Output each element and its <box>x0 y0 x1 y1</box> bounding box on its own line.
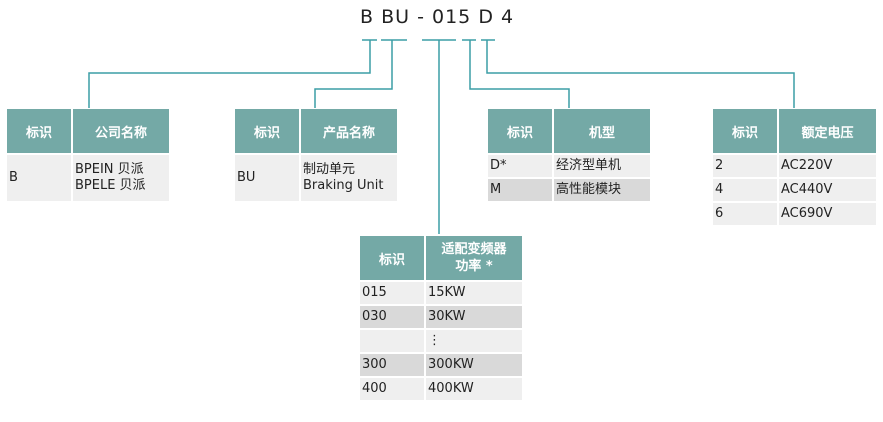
model-cell-id: M <box>488 179 552 201</box>
power-cell-rating: 400KW <box>426 378 522 400</box>
power-cell-id: 300 <box>360 354 424 376</box>
company-cell-id: B <box>7 155 71 201</box>
voltage-cell-id: 4 <box>713 179 777 201</box>
power-cell-rating: 30KW <box>426 306 522 328</box>
code-part-company: B <box>360 6 375 28</box>
product-table: 标识 产品名称 BU 制动单元 Braking Unit <box>233 107 399 203</box>
model-code: B BU - 015 D 4 <box>360 6 514 28</box>
model-table: 标识 机型 D* 经济型单机 M 高性能模块 <box>486 107 652 203</box>
power-cell-id: 015 <box>360 282 424 304</box>
voltage-cell-rating: AC440V <box>779 179 876 201</box>
power-cell-id: 030 <box>360 306 424 328</box>
voltage-header-rating: 额定电压 <box>779 109 876 153</box>
power-header-rating: 适配变频器 功率 * <box>426 236 522 280</box>
connector-voltage <box>486 40 795 108</box>
product-header-id: 标识 <box>235 109 299 153</box>
code-part-dash: - <box>417 6 425 28</box>
power-cell-rating: 300KW <box>426 354 522 376</box>
code-part-voltage: 4 <box>501 6 515 28</box>
voltage-cell-rating: AC690V <box>779 203 876 225</box>
company-header-id: 标识 <box>7 109 71 153</box>
code-part-power: 015 <box>432 6 472 28</box>
product-header-name: 产品名称 <box>301 109 397 153</box>
model-cell-type: 经济型单机 <box>554 155 650 177</box>
voltage-cell-id: 6 <box>713 203 777 225</box>
power-cell-rating: 15KW <box>426 282 522 304</box>
voltage-header-id: 标识 <box>713 109 777 153</box>
voltage-cell-rating: AC220V <box>779 155 876 177</box>
power-header-id: 标识 <box>360 236 424 280</box>
voltage-table: 标识 额定电压 2 AC220V 4 AC440V 6 AC690V <box>711 107 878 227</box>
model-cell-type: 高性能模块 <box>554 179 650 201</box>
power-cell-id <box>360 330 424 352</box>
code-part-product: BU <box>381 6 411 28</box>
product-cell-name: 制动单元 Braking Unit <box>301 155 397 201</box>
code-part-model: D <box>478 6 494 28</box>
company-cell-name: BPEIN 贝派 BPELE 贝派 <box>73 155 169 201</box>
model-header-id: 标识 <box>488 109 552 153</box>
company-table: 标识 公司名称 B BPEIN 贝派 BPELE 贝派 <box>5 107 171 203</box>
voltage-cell-id: 2 <box>713 155 777 177</box>
model-header-type: 机型 <box>554 109 650 153</box>
model-cell-id: D* <box>488 155 552 177</box>
power-cell-id: 400 <box>360 378 424 400</box>
connector-product <box>314 40 393 108</box>
company-header-name: 公司名称 <box>73 109 169 153</box>
connector-company <box>88 40 371 108</box>
power-table: 标识 适配变频器 功率 * 015 15KW 030 30KW ⋮ 300 30… <box>358 234 524 402</box>
connector-model <box>469 40 570 108</box>
product-cell-id: BU <box>235 155 299 201</box>
power-cell-ellipsis: ⋮ <box>426 330 522 352</box>
